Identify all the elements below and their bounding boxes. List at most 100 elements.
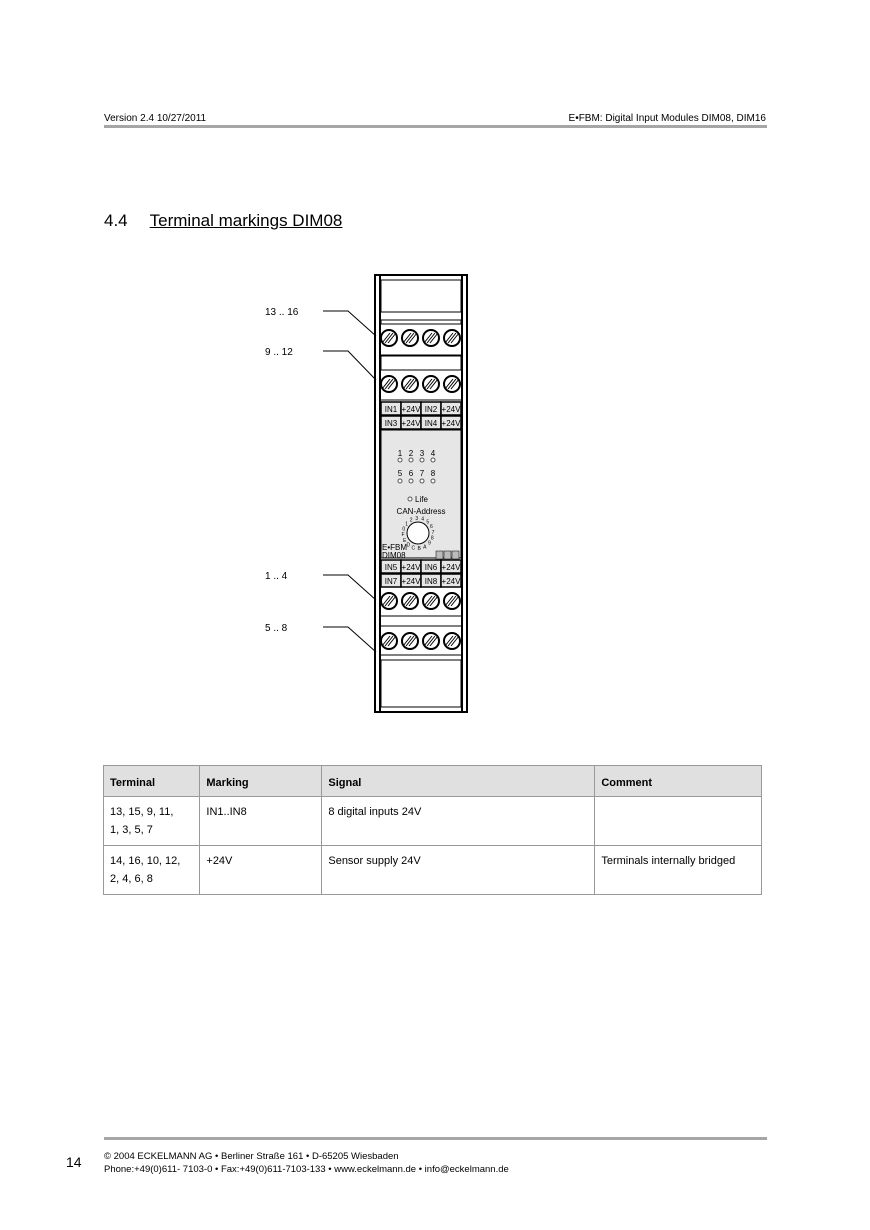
led-number: 5	[398, 469, 403, 478]
screw-slot	[408, 378, 418, 390]
screw-slot	[447, 378, 457, 390]
dial-mark: A	[423, 544, 427, 550]
column-header: Marking	[199, 765, 323, 797]
page-number: 14	[66, 1154, 82, 1170]
screw-slot	[384, 595, 394, 607]
screw-slot	[387, 332, 397, 344]
table-cell: Terminals internally bridged	[594, 845, 762, 895]
dial-mark: 8	[431, 536, 434, 542]
terminal-label: +24V	[402, 563, 422, 572]
screw-slot	[429, 378, 439, 390]
terminal-label-box	[440, 573, 462, 588]
terminal-label: IN8	[425, 577, 438, 586]
table-cell: Sensor supply 24V	[321, 845, 596, 895]
led-icon	[419, 457, 425, 463]
screw-slot	[450, 378, 460, 390]
screw-slot	[444, 595, 454, 607]
led-icon	[408, 478, 414, 484]
terminal-label-box	[440, 401, 462, 416]
screw-slot	[423, 378, 433, 390]
dial-mark: 1	[405, 521, 408, 527]
screw-slot	[450, 595, 460, 607]
screw-slot	[408, 332, 418, 344]
led-number: 6	[409, 469, 414, 478]
column-header: Terminal	[102, 765, 201, 797]
screw-slot	[450, 332, 460, 344]
led-icon	[430, 457, 436, 463]
terminal-label: +24V	[442, 577, 462, 586]
screw-slot	[381, 595, 391, 607]
screw-slot	[426, 595, 436, 607]
dial-mark: E	[403, 538, 407, 544]
screw-slot	[426, 332, 436, 344]
callout-line	[323, 574, 377, 601]
brand-label: E•FBM	[382, 543, 407, 552]
header-title: E•FBM: Digital Input Modules DIM08, DIM1…	[568, 113, 766, 124]
terminal-label: IN3	[385, 419, 398, 428]
led-number: 8	[431, 469, 436, 478]
screw-slot	[408, 595, 418, 607]
screw-slot	[402, 378, 412, 390]
screw-slot	[450, 635, 460, 647]
connector-pin	[451, 550, 460, 560]
screw-slot	[387, 595, 397, 607]
model-label: DIM08	[382, 551, 406, 560]
column-header: Signal	[321, 765, 596, 797]
led-icon	[408, 457, 414, 463]
screw-slot	[429, 635, 439, 647]
screw-slot	[444, 332, 454, 344]
housing-section	[380, 319, 462, 325]
terminal-label: IN7	[385, 577, 398, 586]
dial-mark: 3	[415, 516, 418, 522]
footer-contact: Phone:+49(0)611- 7103-0 • Fax:+49(0)611-…	[104, 1164, 509, 1175]
screw-slot	[405, 378, 415, 390]
terminal-label: IN2	[425, 405, 438, 414]
dial-mark: 5	[426, 520, 429, 526]
screw-slot	[402, 595, 412, 607]
screw-slot	[426, 635, 436, 647]
terminal-label: IN5	[385, 563, 398, 572]
led-number: 4	[431, 449, 436, 458]
terminal-label: +24V	[442, 419, 462, 428]
dial-mark: 6	[430, 524, 433, 530]
screw-slot	[384, 378, 394, 390]
screw-slot	[405, 635, 415, 647]
screw-slot	[429, 595, 439, 607]
screw-slot	[423, 635, 433, 647]
led-icon	[430, 478, 436, 484]
connector-pin	[443, 550, 452, 560]
connector-pin	[435, 550, 444, 560]
dial-mark: 7	[432, 530, 435, 536]
screw-slot	[423, 332, 433, 344]
screw-slot	[405, 332, 415, 344]
screw-slot	[405, 595, 415, 607]
screw-slot	[381, 378, 391, 390]
terminal-label-box	[440, 415, 462, 430]
callout-label: 1 .. 4	[265, 571, 288, 582]
screw-slot	[429, 332, 439, 344]
dial-mark: 9	[428, 541, 431, 547]
screw-slot	[447, 332, 457, 344]
terminal-label-box	[440, 559, 462, 574]
terminal-label: +24V	[442, 563, 462, 572]
callout-label: 13 .. 16	[265, 307, 299, 318]
table-cell	[594, 796, 762, 846]
screw-slot	[387, 378, 397, 390]
life-label: Life	[415, 495, 428, 504]
terminal-label: +24V	[402, 577, 422, 586]
callout-line	[323, 626, 377, 653]
section-number: 4.4	[104, 211, 128, 230]
callout-label: 5 .. 8	[265, 623, 288, 634]
housing-section	[380, 355, 462, 371]
terminal-label: +24V	[402, 419, 422, 428]
screw-slot	[381, 332, 391, 344]
terminal-label: IN6	[425, 563, 438, 572]
dial-mark: B	[418, 546, 422, 552]
callout-line	[323, 350, 377, 381]
table-cell: 14, 16, 10, 12, 2, 4, 6, 8	[102, 845, 201, 895]
terminal-label: IN4	[425, 419, 438, 428]
